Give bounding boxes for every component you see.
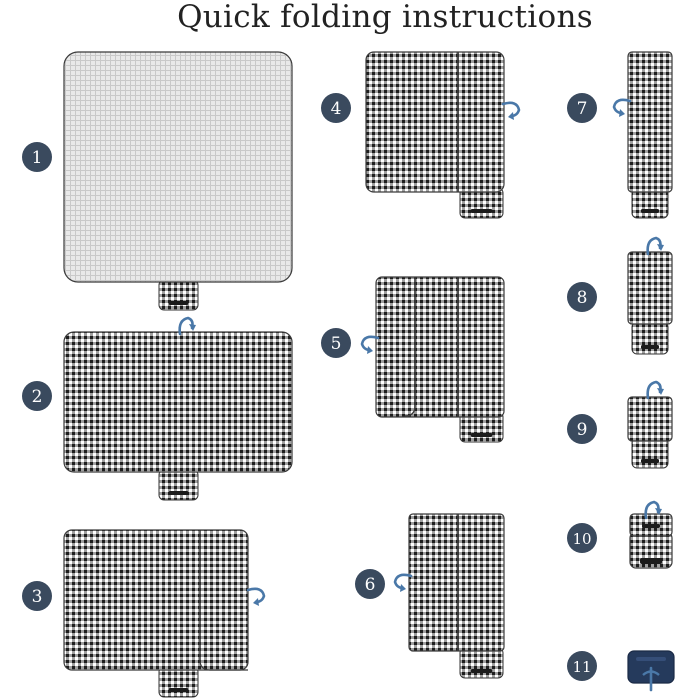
step-5-figure xyxy=(360,276,505,443)
fold-arrow-icon xyxy=(644,500,662,520)
buckle-icon xyxy=(470,669,493,673)
step-badge-7: 7 xyxy=(567,93,597,123)
strap-icon xyxy=(158,666,199,698)
step-number: 2 xyxy=(32,387,43,407)
step-badge-circle xyxy=(22,381,52,411)
blanket-panel xyxy=(375,276,505,418)
fold-arrow-icon xyxy=(360,335,380,354)
handle-curl xyxy=(642,670,660,676)
blanket-panel xyxy=(627,396,673,442)
strap-icon xyxy=(459,411,504,443)
step-badge-circle xyxy=(567,414,597,444)
step-badge-1: 1 xyxy=(22,142,52,172)
step-badge-4: 4 xyxy=(321,93,351,123)
buckle-icon xyxy=(168,491,189,495)
strap-icon xyxy=(631,321,669,355)
step-9-figure xyxy=(627,380,673,469)
page-title: Quick folding instructions xyxy=(177,0,593,35)
step-2-figure xyxy=(63,316,293,501)
fold-arrow-icon xyxy=(501,101,521,120)
strap-icon xyxy=(631,187,669,219)
step-number: 6 xyxy=(365,575,376,595)
blanket-panel xyxy=(627,251,673,325)
blanket-panel xyxy=(63,529,249,671)
buckle-icon xyxy=(641,345,659,349)
packed-highlight xyxy=(636,657,666,661)
step-badge-6: 6 xyxy=(355,569,385,599)
step-badge-circle xyxy=(567,93,597,123)
fold-arrow-icon xyxy=(646,236,664,256)
step-3-figure xyxy=(63,529,266,698)
step-badge-11: 11 xyxy=(567,651,597,681)
buckle-icon xyxy=(470,433,493,437)
buckle-icon xyxy=(641,459,659,463)
step-badge-circle xyxy=(22,581,52,611)
strap-icon xyxy=(158,469,199,501)
step-badge-circle xyxy=(567,282,597,312)
step-badge-circle xyxy=(567,651,597,681)
step-6-figure xyxy=(393,513,505,679)
step-number: 1 xyxy=(32,148,43,168)
buckle-icon xyxy=(642,524,660,528)
step-badge-9: 9 xyxy=(567,414,597,444)
fold-arrow-icon xyxy=(612,98,632,117)
step-badge-3: 3 xyxy=(22,581,52,611)
step-8-figure xyxy=(627,236,673,355)
fold-arrow-icon xyxy=(393,573,413,592)
step-number: 8 xyxy=(577,288,588,308)
fold-arrow-icon xyxy=(646,380,664,400)
strap-icon xyxy=(459,187,504,219)
blanket-panel xyxy=(627,51,673,193)
step-1-figure xyxy=(63,51,293,311)
step-number: 5 xyxy=(331,334,342,354)
step-number: 7 xyxy=(577,99,588,119)
step-badge-circle xyxy=(22,142,52,172)
strap-icon xyxy=(459,647,504,679)
blanket-panel xyxy=(365,51,505,193)
step-badge-circle xyxy=(321,93,351,123)
buckle-icon xyxy=(168,688,189,692)
step-number: 11 xyxy=(572,658,591,676)
step-10-figure xyxy=(629,500,673,569)
step-badge-2: 2 xyxy=(22,381,52,411)
blanket-back-side xyxy=(63,51,293,283)
step-badge-circle xyxy=(321,328,351,358)
fold-line xyxy=(404,277,416,417)
step-badge-8: 8 xyxy=(567,282,597,312)
strap-icon xyxy=(158,279,199,311)
step-number: 4 xyxy=(331,99,342,119)
blanket-panel xyxy=(408,513,505,652)
buckle-icon xyxy=(641,209,659,213)
step-11-figure xyxy=(627,650,675,692)
step-7-figure xyxy=(612,51,673,219)
step-badge-5: 5 xyxy=(321,328,351,358)
step-badge-10: 10 xyxy=(567,523,597,553)
step-4-figure xyxy=(365,51,521,219)
step-number: 10 xyxy=(572,530,591,548)
step-number: 9 xyxy=(577,420,588,440)
buckle-icon xyxy=(168,301,189,305)
step-number: 3 xyxy=(32,587,43,607)
step-badge-circle xyxy=(567,523,597,553)
step-badge-circle xyxy=(355,569,385,599)
strap-icon xyxy=(631,437,669,469)
fold-line xyxy=(199,530,248,671)
buckle-icon xyxy=(470,209,493,213)
fold-arrow-icon xyxy=(246,587,266,606)
fold-arrow-icon xyxy=(178,316,196,336)
strap-band xyxy=(640,558,662,564)
blanket-plaid-side xyxy=(63,331,293,473)
